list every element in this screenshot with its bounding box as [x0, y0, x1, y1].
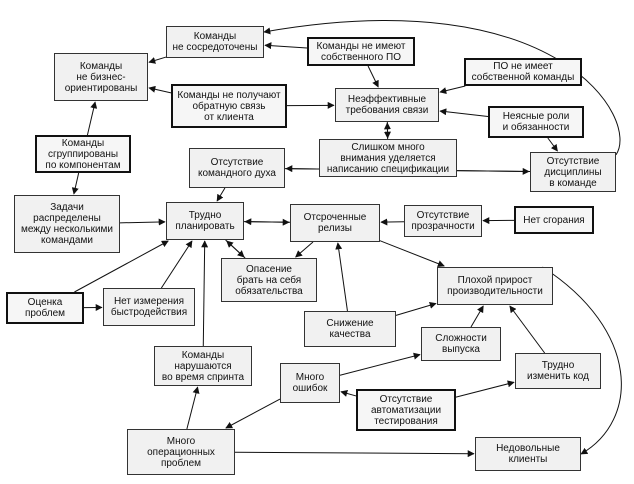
diagram-node-n4: ПО не имеет собственной команды [464, 58, 582, 86]
diagram-node-n9: Команды сгруппированы по компонентам [35, 135, 131, 173]
edge-n26-to-n25 [455, 380, 515, 398]
diagram-node-n18: Плохой прирост производительности [437, 267, 553, 305]
node-label: Нет сгорания [523, 214, 585, 226]
edge-n23-to-n13 [201, 240, 209, 347]
node-label: Недовольные клиенты [496, 443, 560, 465]
node-label: Отсроченные релизы [303, 212, 367, 234]
node-label: Оценка проблем [24, 297, 66, 319]
node-label: Много ошибок [292, 372, 328, 394]
diagram-node-n27: Много операционных проблем [127, 429, 235, 475]
diagram-node-n14: Отсроченные релизы [290, 204, 380, 242]
diagram-node-n7: Неясные роли и обязанности [488, 106, 584, 138]
diagram-node-n26: Отсутствие автоматизации тестирования [356, 389, 456, 431]
node-label: Отсутствие автоматизации тестирования [370, 393, 442, 427]
edge-n9-to-n2 [86, 101, 98, 136]
node-label: Сложности выпуска [435, 333, 487, 355]
node-label: Много операционных проблем [147, 435, 215, 469]
node-label: Трудно изменить код [527, 360, 589, 382]
edge-n14-to-n13 [244, 218, 291, 226]
diagram-node-n16: Нет сгорания [514, 206, 594, 234]
node-label: Команды не сосредоточены [172, 31, 258, 53]
diagram-node-n15: Отсутствие прозрачности [404, 205, 482, 237]
edge-n1-to-n2 [148, 56, 167, 64]
diagram-node-n28: Недовольные клиенты [475, 437, 581, 471]
edge-n21-to-n18 [395, 301, 437, 316]
diagram-node-n3: Команды не имеют собственного ПО [307, 37, 415, 66]
node-label: Задачи распределены между несколькими ко… [20, 202, 113, 246]
node-label: Команды не получают обратную связь от кл… [177, 89, 281, 123]
node-label: Неясные роли и обязанности [502, 111, 570, 133]
edge-n20-to-n13 [160, 240, 193, 289]
edge-n21-to-n14 [335, 242, 348, 312]
node-label: Неэффективные требования связи [345, 94, 429, 116]
diagram-node-n12: Задачи распределены между несколькими ко… [14, 195, 120, 253]
node-label: Плохой прирост производительности [447, 275, 543, 297]
edge-n9-to-n12 [71, 172, 80, 195]
edge-n10-to-n13 [216, 187, 226, 202]
diagram-node-n11: Отсутствие дисциплины в команде [530, 152, 616, 192]
node-label: Трудно планировать [175, 210, 235, 232]
edge-n24-to-n22 [339, 352, 421, 376]
edge-n27-to-n28 [234, 450, 475, 458]
diagram-node-n25: Трудно изменить код [515, 353, 601, 389]
diagram-node-n19: Оценка проблем [6, 292, 84, 324]
edge-n18-to-n28 [542, 266, 622, 455]
node-label: Команды нарушаются во время спринта [161, 349, 245, 383]
node-label: Команды не бизнес- ориентированы [64, 60, 138, 94]
edge-n14-to-n17 [295, 241, 314, 258]
edge-n7-to-n11 [547, 137, 558, 152]
edge-n19-to-n13 [74, 240, 169, 293]
diagram-node-n13: Трудно планировать [166, 202, 244, 240]
diagram-node-n1: Команды не сосредоточены [166, 26, 264, 58]
edge-n12-to-n13 [119, 218, 166, 226]
node-label: Опасение брать на себя обязательства [235, 263, 303, 297]
diagram-node-n21: Снижение качества [304, 311, 396, 347]
node-label: Отсутствие командного духа [198, 157, 276, 179]
node-label: Снижение качества [326, 318, 374, 340]
node-label: Отсутствие дисциплины в команде [544, 155, 602, 189]
diagram-node-n5: Команды не получают обратную связь от кл… [171, 84, 287, 128]
edge-n4-to-n6 [439, 85, 466, 95]
diagram-node-n23: Команды нарушаются во время спринта [154, 346, 252, 386]
diagram-node-n8: Слишком много внимания уделяется написан… [319, 139, 457, 177]
node-label: Команды не имеют собственного ПО [316, 40, 406, 63]
node-label: Слишком много внимания уделяется написан… [326, 141, 450, 175]
diagram-node-n20: Нет измерения быстродействия [103, 288, 195, 326]
edge-n26-to-n24 [340, 390, 357, 397]
edge-n22-to-n18 [470, 305, 484, 328]
edge-n17-to-n13 [226, 240, 246, 259]
diagram-node-n6: Неэффективные требования связи [335, 88, 439, 122]
node-label: ПО не имеет собственной команды [471, 61, 575, 83]
node-label: Команды сгруппированы по компонентам [45, 137, 121, 171]
diagram-node-n22: Сложности выпуска [421, 327, 501, 361]
edge-n7-to-n6 [439, 108, 489, 118]
diagram-node-n17: Опасение брать на себя обязательства [221, 258, 317, 302]
diagram-node-n10: Отсутствие командного духа [189, 148, 285, 188]
diagram-node-n24: Много ошибок [280, 363, 340, 403]
edge-n25-to-n18 [509, 305, 546, 354]
edge-n5-to-n2 [148, 85, 172, 94]
edge-n3-to-n1 [264, 42, 308, 50]
edge-n3-to-n6 [367, 65, 379, 88]
edge-n14-to-n18 [379, 240, 445, 267]
edge-n24-to-n27 [225, 398, 281, 429]
edge-n27-to-n23 [186, 386, 200, 430]
diagram-node-n2: Команды не бизнес- ориентированы [54, 53, 148, 101]
node-label: Отсутствие прозрачности [411, 210, 475, 232]
node-label: Нет измерения быстродействия [110, 296, 188, 318]
